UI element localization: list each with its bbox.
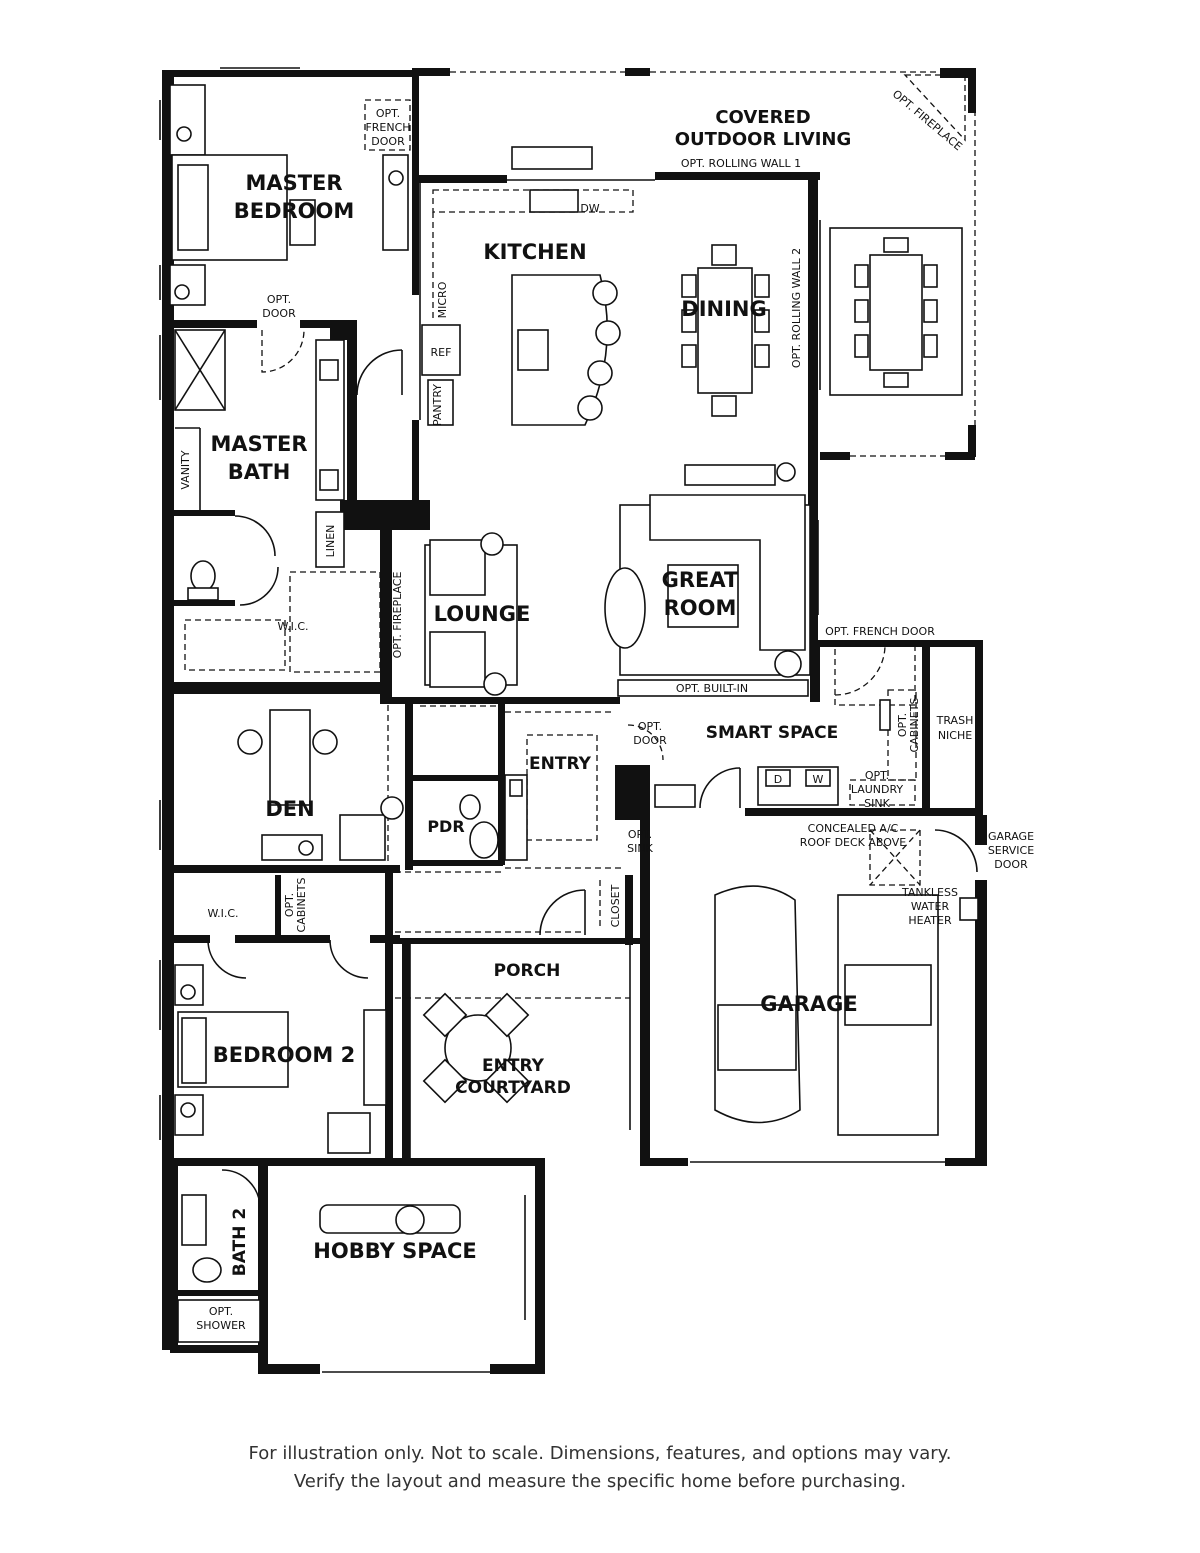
trash-niche-1: TRASH [936, 714, 974, 727]
master-bath-label-1: MASTER [210, 432, 307, 456]
master-bedroom-label-1: MASTER [245, 171, 342, 195]
opt-shower-1: OPT. [209, 1305, 233, 1318]
opt-laundry-sink-1: OPT. [865, 769, 889, 782]
opt-french-door-master-2: FRENCH [365, 121, 410, 134]
opt-french-door-master-3: DOOR [371, 135, 405, 148]
opt-fireplace-lounge-label: OPT. FIREPLACE [391, 572, 404, 659]
smart-space-label: SMART SPACE [706, 723, 839, 743]
kitchen-label: KITCHEN [483, 240, 586, 264]
opt-door-master-2: DOOR [262, 307, 296, 320]
closet-label: CLOSET [609, 884, 622, 927]
opt-shower-2: SHOWER [196, 1319, 246, 1332]
bedroom2-label: BEDROOM 2 [213, 1043, 355, 1067]
opt-rolling-wall-1-label: OPT. ROLLING WALL 1 [681, 157, 801, 170]
lounge-label: LOUNGE [434, 602, 531, 626]
master-bath-label-2: BATH [228, 460, 291, 484]
tankless-water-heater-3: HEATER [908, 914, 952, 927]
opt-french-door-smart-label: OPT. FRENCH DOOR [825, 625, 935, 638]
opt-cabinets-smart-1: OPT. [896, 713, 909, 737]
bath2-label: BATH 2 [230, 1208, 250, 1276]
covered-outdoor-living-label-2: OUTDOOR LIVING [675, 129, 852, 150]
tankless-water-heater-2: WATER [911, 900, 950, 913]
opt-door-entry-2: DOOR [633, 734, 667, 747]
dryer-label: D [774, 773, 782, 786]
dining-label: DINING [681, 297, 766, 321]
wic-bedroom2-label: W.I.C. [207, 907, 238, 920]
master-bedroom-label-2: BEDROOM [234, 199, 355, 223]
opt-cabinets-hall-2: CABINETS [295, 878, 308, 933]
trash-niche-2: NICHE [938, 729, 972, 742]
opt-fireplace-outdoor-label: OPT. FIREPLACE [890, 87, 965, 153]
linen-label: LINEN [324, 525, 337, 558]
entry-courtyard-label-2: COURTYARD [455, 1078, 571, 1098]
concealed-ac-1: CONCEALED A/C [808, 822, 899, 835]
tankless-water-heater-1: TANKLESS [901, 886, 958, 899]
disclaimer: For illustration only. Not to scale. Dim… [0, 1440, 1200, 1496]
garage-service-door-2: SERVICE [988, 844, 1034, 857]
furniture [169, 84, 979, 1343]
vanity-label: VANITY [179, 450, 192, 490]
entry-courtyard-label-1: ENTRY [482, 1056, 545, 1076]
concealed-ac-2: ROOF DECK ABOVE [800, 836, 906, 849]
opt-cabinets-smart-2: CABINETS [908, 698, 921, 753]
micro-label: MICRO [436, 281, 449, 318]
opt-sink-2: SINK [627, 842, 653, 855]
garage-service-door-1: GARAGE [988, 830, 1034, 843]
opt-sink-1: OPT. [628, 828, 652, 841]
great-room-label-1: GREAT [662, 568, 739, 592]
room-labels: COVERED OUTDOOR LIVING MASTER BEDROOM KI… [210, 107, 857, 1276]
disclaimer-line-1: For illustration only. Not to scale. Dim… [248, 1443, 952, 1464]
dw-label: DW [580, 202, 599, 215]
disclaimer-line-2: Verify the layout and measure the specif… [293, 1471, 907, 1492]
great-room-label-2: ROOM [664, 596, 737, 620]
porch-label: PORCH [494, 961, 561, 981]
opt-french-door-master-1: OPT. [376, 107, 400, 120]
entry-label: ENTRY [529, 754, 592, 774]
covered-outdoor-living-label-1: COVERED [715, 107, 810, 128]
pantry-label: PANTRY [431, 384, 444, 426]
opt-laundry-sink-3: SINK [864, 797, 890, 810]
door-swings [207, 329, 978, 1209]
opt-door-master-1: OPT. [267, 293, 291, 306]
opt-rolling-wall-2-label: OPT. ROLLING WALL 2 [790, 248, 803, 368]
den-label: DEN [265, 797, 314, 821]
floor-plan: COVERED OUTDOOR LIVING MASTER BEDROOM KI… [159, 67, 1034, 1374]
garage-service-door-3: DOOR [994, 858, 1028, 871]
opt-door-entry-1: OPT. [638, 720, 662, 733]
ref-label: REF [431, 346, 452, 359]
wic-master-label: W.I.C. [277, 620, 308, 633]
opt-built-in-label: OPT. BUILT-IN [676, 682, 748, 695]
opt-cabinets-hall-1: OPT. [283, 893, 296, 917]
thin-lines [159, 67, 945, 1373]
opt-laundry-sink-2: LAUNDRY [851, 783, 904, 796]
washer-label: W [813, 773, 824, 786]
optional-dashed-lines [184, 71, 976, 999]
hobby-space-label: HOBBY SPACE [313, 1239, 476, 1263]
pdr-label: PDR [427, 817, 464, 836]
garage-label: GARAGE [760, 992, 858, 1016]
